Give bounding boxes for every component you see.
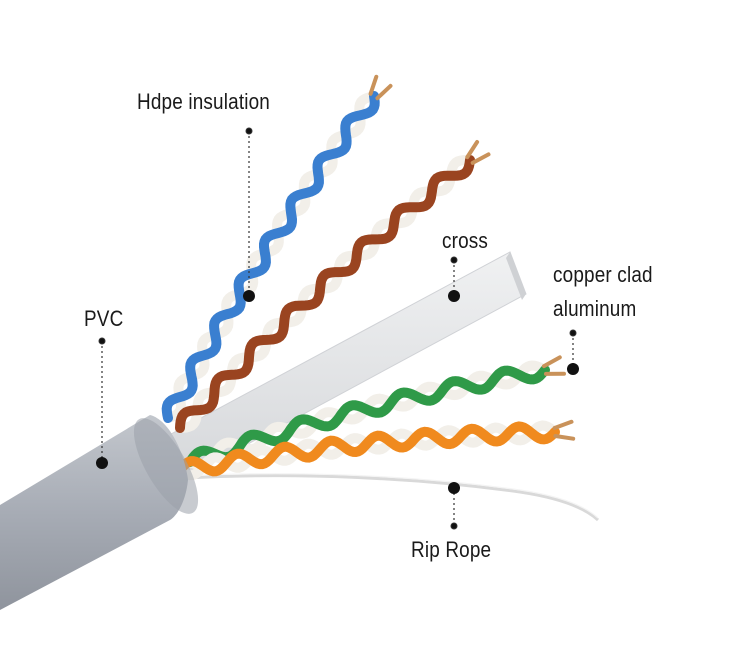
label-copper-clad: copper clad — [553, 262, 653, 288]
label-hdpe-insulation: Hdpe insulation — [137, 89, 270, 115]
label-rip-rope: Rip Rope — [411, 537, 491, 563]
brown-pair-copper-tip-1 — [467, 142, 477, 157]
label-aluminum: aluminum — [553, 296, 636, 322]
label-pvc: PVC — [84, 306, 123, 332]
label-cross: cross — [442, 228, 488, 254]
brown-pair-copper-tip-2 — [473, 154, 489, 163]
rip-rope — [185, 476, 598, 520]
green-pair-copper-tip-1 — [544, 357, 560, 366]
orange-pair-copper-tip-2 — [555, 436, 573, 439]
blue-pair-copper-tip-2 — [377, 86, 390, 98]
orange-pair-copper-tip-1 — [555, 422, 572, 428]
